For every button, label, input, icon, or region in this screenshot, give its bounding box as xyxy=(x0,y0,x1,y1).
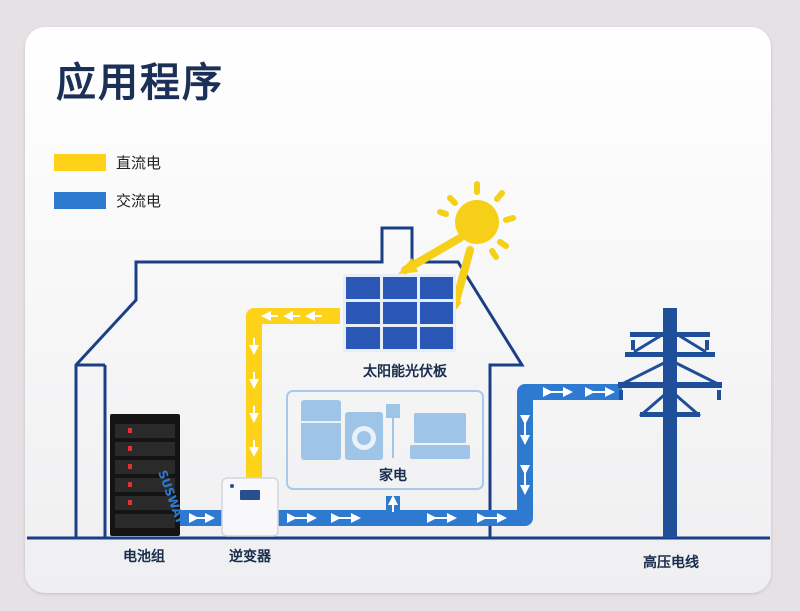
lamp-icon xyxy=(386,404,400,418)
legend-swatch-ac xyxy=(54,192,106,209)
solar-panel-icon xyxy=(343,274,456,352)
battery-rack-icon: SUSWAY xyxy=(110,414,188,536)
label-appliances: 家电 xyxy=(379,468,407,484)
tv-icon xyxy=(414,413,466,443)
label-battery: 电池组 xyxy=(123,549,165,565)
legend-swatch-dc xyxy=(54,154,106,171)
label-inverter: 逆变器 xyxy=(229,549,271,565)
page-title: 应用程序 xyxy=(56,60,224,106)
inverter-icon xyxy=(221,477,279,537)
label-power-line: 高压电线 xyxy=(643,555,699,571)
appliances-group xyxy=(286,390,484,490)
house-outline xyxy=(74,226,525,538)
legend-item-ac: 交流电 xyxy=(54,190,161,211)
fridge-icon xyxy=(301,400,341,460)
legend-item-dc: 直流电 xyxy=(54,152,161,173)
power-pole-icon xyxy=(618,308,722,538)
label-solar-panel: 太阳能光伏板 xyxy=(363,364,447,380)
legend-label-dc: 直流电 xyxy=(116,154,162,172)
dc-flow-arrows xyxy=(249,311,322,457)
legend-label-ac: 交流电 xyxy=(116,192,162,210)
ac-flow-arrows xyxy=(189,387,615,523)
